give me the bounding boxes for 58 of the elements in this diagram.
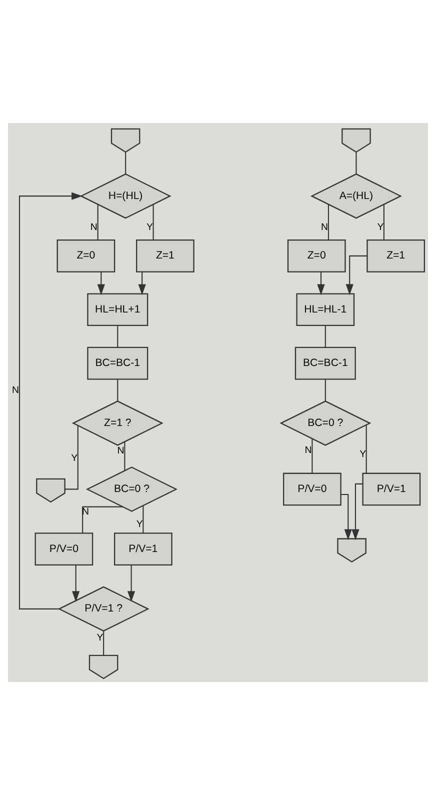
arrow	[72, 564, 80, 602]
connector	[124, 441, 126, 470]
connector	[383, 204, 384, 240]
node-box: HL=HL-1	[296, 292, 355, 326]
node-diamond: H=(HL)	[80, 172, 172, 218]
connector	[312, 438, 313, 473]
arrow	[18, 192, 82, 609]
node-pentagon	[337, 538, 366, 562]
edge-label: N	[12, 384, 20, 396]
edge-label: Y	[377, 221, 384, 232]
arrow	[127, 564, 136, 602]
edge-label: N	[304, 444, 312, 456]
node-box: Z=0	[287, 239, 346, 272]
node-pentagon	[110, 128, 140, 152]
connector	[328, 204, 329, 240]
node-diamond: P/V=1 ?	[58, 586, 150, 632]
node-box: P/V=0	[34, 532, 94, 565]
edge-label: N	[117, 444, 124, 456]
arrow	[317, 272, 325, 295]
connector	[117, 325, 118, 347]
edge-label: Y	[71, 452, 78, 464]
node-box: HL=HL+1	[87, 292, 148, 326]
edge-label: Y	[96, 632, 104, 643]
node-box: P/V=1	[114, 532, 172, 565]
node-diamond: BC=0 ?	[280, 400, 372, 446]
node-box: P/V=0	[283, 472, 342, 506]
node-box: BC=BC-1	[294, 346, 356, 380]
arrow	[352, 482, 363, 540]
arrow	[97, 272, 105, 295]
node-diamond: Z=1 ?	[72, 400, 164, 446]
edge-label: Y	[136, 518, 143, 530]
node-box: P/V=1	[362, 472, 421, 506]
connector	[324, 378, 326, 401]
connector	[324, 325, 326, 347]
node-pentagon	[88, 654, 118, 679]
node-box: Z=1	[366, 239, 425, 272]
connector	[117, 378, 118, 401]
edge-label: Y	[146, 221, 153, 232]
edge-label: Y	[360, 448, 366, 460]
node-box: Z=1	[136, 239, 194, 272]
node-pentagon	[342, 128, 371, 152]
connector	[97, 204, 98, 240]
arrow	[340, 493, 352, 540]
connector	[152, 204, 154, 240]
connector	[82, 506, 123, 533]
node-box: BC=BC-1	[87, 346, 148, 380]
connector	[356, 152, 357, 174]
node-box: Z=0	[56, 239, 116, 272]
arrow	[346, 254, 368, 295]
edge-label: N	[321, 221, 328, 232]
edge-label: N	[90, 221, 98, 232]
connector	[366, 424, 367, 473]
node-pentagon	[36, 478, 66, 502]
connector	[103, 630, 104, 655]
arrow	[138, 272, 146, 295]
connector	[142, 505, 144, 533]
connector	[125, 152, 126, 174]
node-diamond: A=(HL)	[310, 172, 402, 218]
